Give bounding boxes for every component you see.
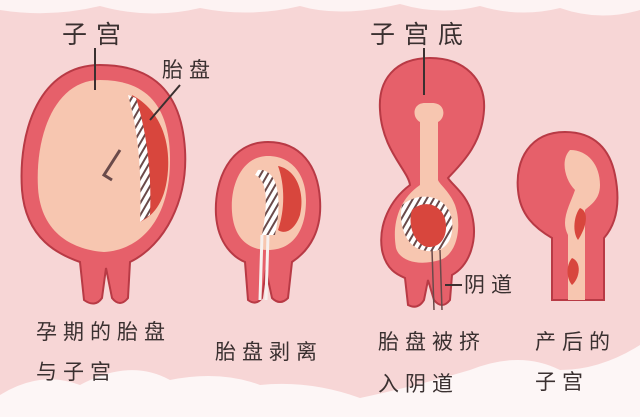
- stage-4-caption-line1: 产后的: [535, 330, 616, 354]
- stage-4-postpartum-uterus: [516, 130, 619, 301]
- stage-1-pregnant-uterus: [20, 48, 187, 305]
- label-uterus: 子宫: [62, 20, 131, 49]
- stage-1-caption-line2: 与子宫: [36, 360, 117, 384]
- stage-2-placenta-separation: [214, 140, 322, 304]
- label-fundus: 子宫底: [370, 20, 473, 49]
- stage-1-caption-line1: 孕期的胎盘: [36, 320, 171, 344]
- stage-3-placenta-in-vagina: [378, 48, 486, 311]
- label-placenta: 胎盘: [162, 58, 216, 82]
- stage-2-caption: 胎盘剥离: [215, 340, 323, 364]
- label-vagina: 阴道: [464, 273, 518, 297]
- top-cloud: [0, 0, 640, 16]
- stage-3-caption-line2: 入阴道: [378, 372, 459, 396]
- stage-4-caption-line2: 子宫: [535, 370, 589, 394]
- bottom-cloud: [0, 345, 640, 417]
- stage-3-caption-line1: 胎盘被挤: [378, 330, 486, 354]
